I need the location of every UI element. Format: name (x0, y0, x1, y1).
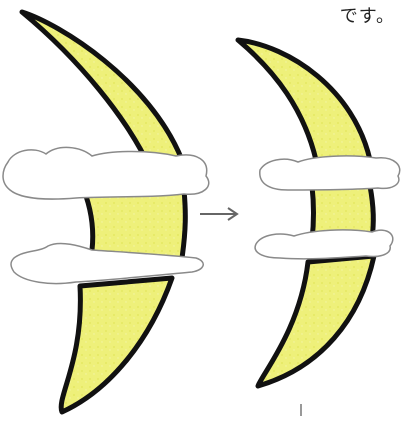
right-banana-top-section (238, 40, 370, 160)
left-banana-middle-section (86, 190, 185, 258)
right-cloud-upper (260, 156, 400, 190)
right-arrow-icon (200, 208, 237, 220)
left-banana (22, 12, 185, 412)
right-banana-bottom-section (258, 256, 374, 386)
left-banana-middle-outline-right (182, 190, 185, 258)
left-banana-top-section (22, 12, 182, 168)
left-cloud-upper (3, 147, 209, 199)
right-cloud-lower (255, 230, 393, 259)
left-banana-bottom-section (61, 278, 172, 412)
right-banana (238, 40, 374, 386)
